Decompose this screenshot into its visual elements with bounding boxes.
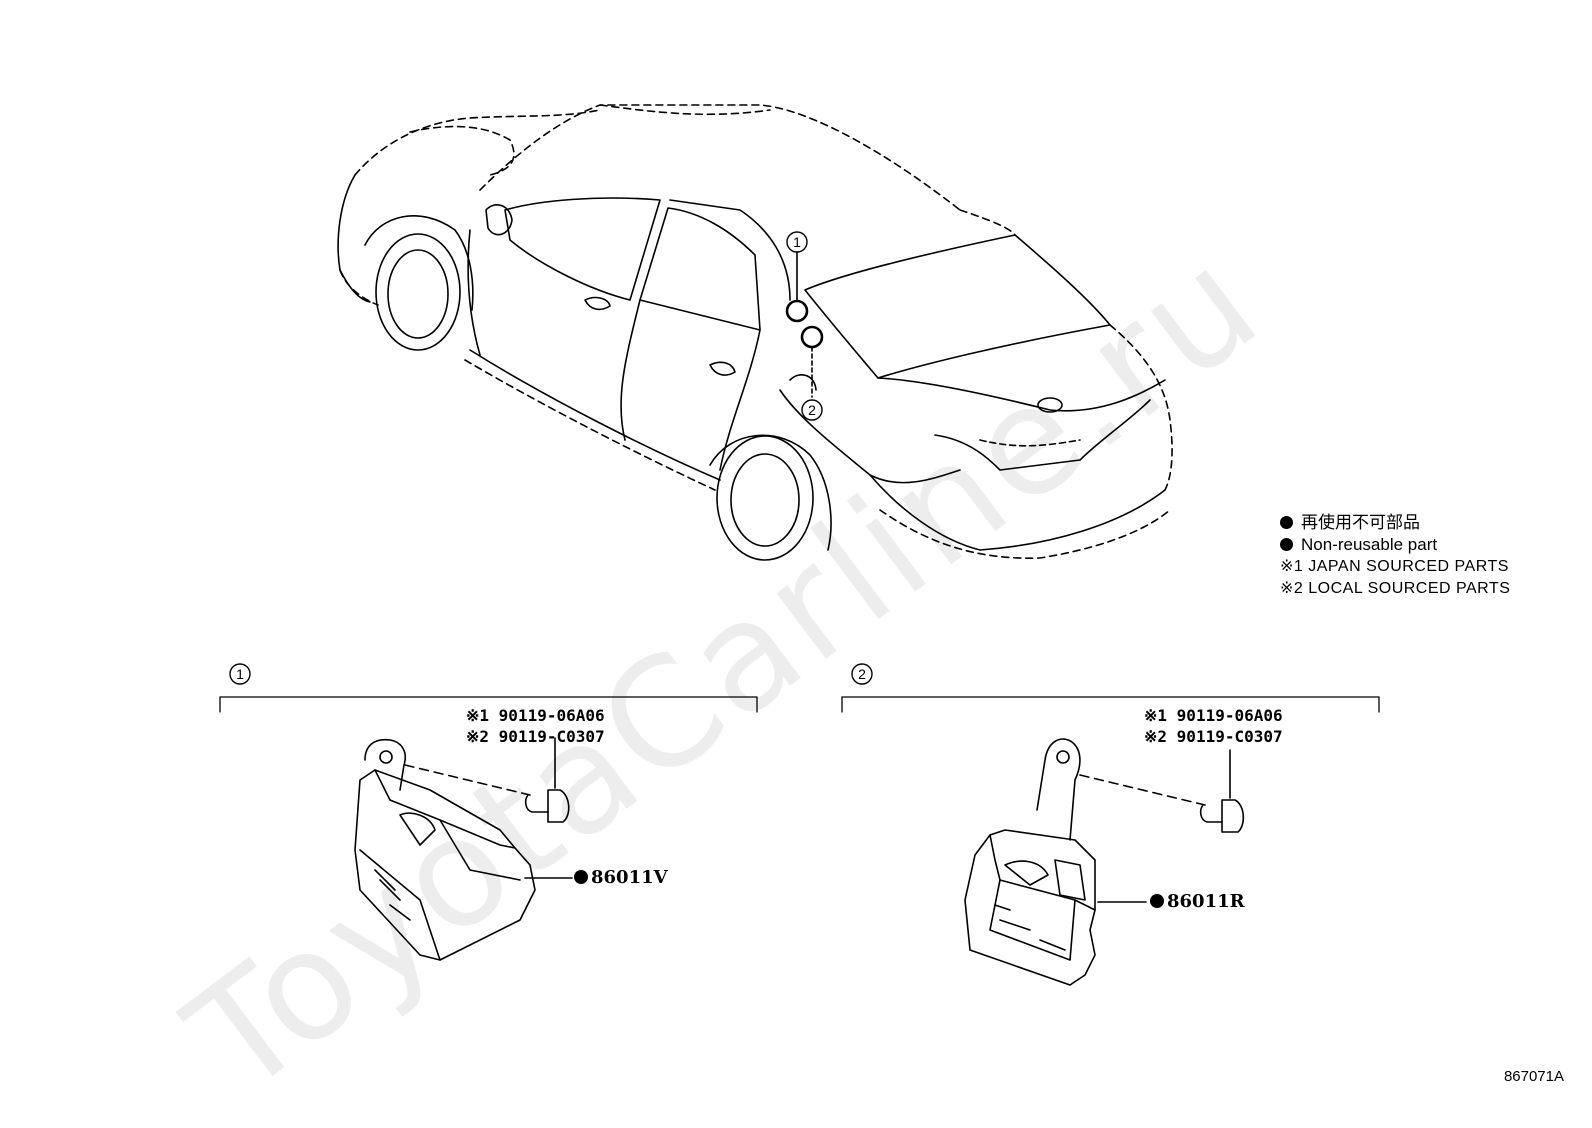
non-reusable-dot-icon [1280, 538, 1293, 551]
section-2-part-number: 86011R [1150, 891, 1245, 912]
section-1-part-number: 86011V [574, 867, 668, 888]
non-reusable-dot-icon [574, 870, 588, 884]
non-reusable-dot-icon [1280, 516, 1293, 529]
section-2-bolt-japan: ※1 90119-06A06 [1144, 706, 1283, 725]
callout-1-on-car: 1 [793, 234, 801, 250]
legend-row-en: Non-reusable part [1280, 534, 1510, 556]
parts-diagram: 1 2 1 2 [219, 104, 1380, 986]
section-1-bolt-local: ※2 90119-C0307 [466, 727, 605, 746]
legend-note-2: ※2 LOCAL SOURCED PARTS [1280, 580, 1511, 597]
callout-2-on-car: 2 [808, 402, 816, 418]
section-1-label: 1 [236, 666, 244, 682]
legend-row-jp: 再使用不可部品 [1280, 512, 1510, 534]
non-reusable-dot-icon [1150, 894, 1164, 908]
legend: 再使用不可部品 Non-reusable part ※1 JAPAN SOURC… [1280, 512, 1510, 600]
vehicle-illustration [337, 104, 1173, 561]
section-2-drawing [841, 663, 1380, 986]
section-2-label: 2 [858, 666, 866, 682]
legend-note-1: ※1 JAPAN SOURCED PARTS [1280, 558, 1509, 575]
section-1-drawing [219, 663, 758, 961]
section-2-bolt-local: ※2 90119-C0307 [1144, 727, 1283, 746]
diagram-code: 867071A [1503, 1068, 1564, 1085]
section-1-bolt-japan: ※1 90119-06A06 [466, 706, 605, 725]
